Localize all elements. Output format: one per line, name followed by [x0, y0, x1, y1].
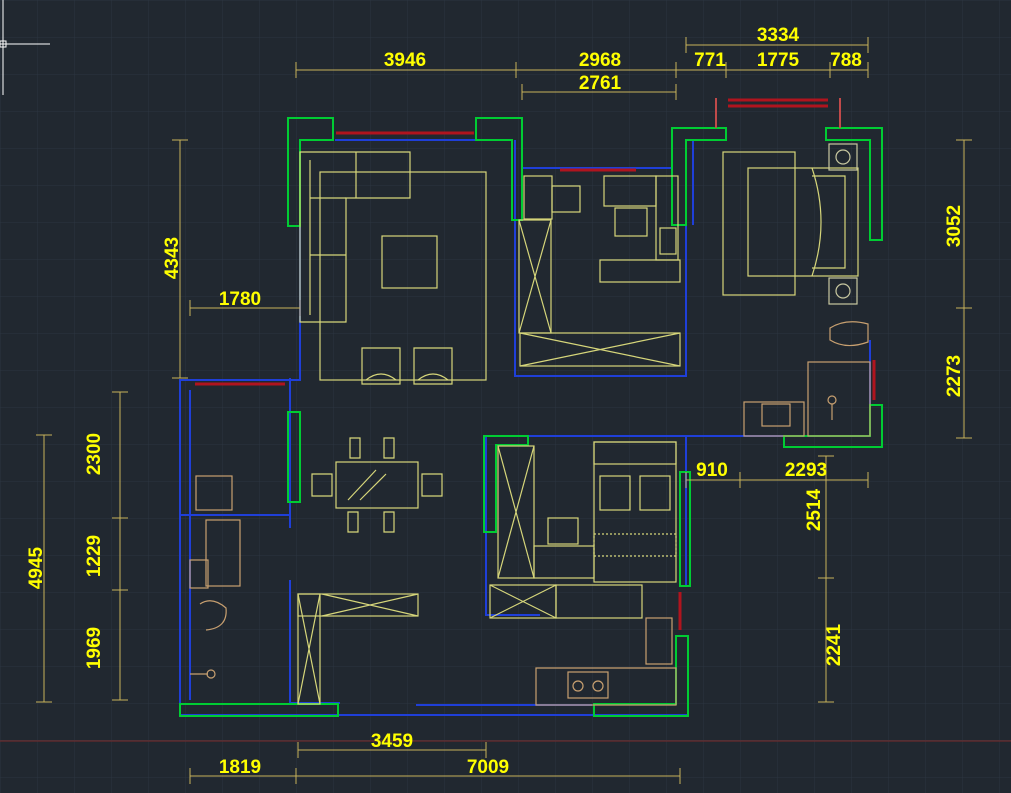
dim-top-middle-inner: 2761 — [579, 73, 622, 94]
dim-right-bath-height: 2273 — [944, 355, 965, 397]
dim-top-living-width: 3946 — [384, 50, 426, 71]
dim-right-kitchen-lower: 2241 — [824, 623, 845, 666]
dining-table — [311, 437, 443, 533]
study-furniture — [523, 175, 681, 283]
dim-left-total: 4945 — [26, 546, 47, 589]
crosshair-cursor — [0, 0, 50, 95]
dim-right-mid-left: 910 — [696, 460, 728, 481]
dim-top-right-left: 771 — [694, 50, 726, 71]
dim-right-bedroom-height: 3052 — [944, 205, 965, 247]
dim-top-right-mid: 1775 — [757, 50, 800, 71]
dim-left-bath-lower: 1969 — [84, 627, 105, 669]
furniture — [189, 143, 871, 706]
sofa — [299, 151, 411, 323]
dim-left-living-height: 4343 — [162, 237, 183, 279]
window-lines — [195, 98, 876, 630]
dim-left-offset: 1780 — [219, 289, 261, 310]
dim-right-kitchen-upper: 2514 — [804, 488, 825, 531]
second-bedroom — [497, 441, 677, 583]
coffee-table — [381, 235, 438, 289]
dim-top-right-right: 788 — [830, 50, 862, 71]
dim-bottom-inner: 3459 — [371, 731, 413, 752]
dim-top-right-total: 3334 — [757, 25, 800, 46]
kitchen-counter — [535, 617, 677, 706]
dim-left-bath-mid: 1229 — [84, 535, 105, 577]
dim-bottom-total: 7009 — [467, 757, 509, 778]
kitchen — [297, 584, 643, 705]
dim-top-middle-width: 2968 — [579, 50, 621, 71]
dim-left-bath-upper: 2300 — [84, 433, 105, 475]
dim-right-mid-right: 2293 — [785, 460, 827, 481]
bathroom-left — [189, 475, 241, 679]
bathroom-right — [743, 321, 871, 437]
wardrobe-bottom — [519, 332, 681, 367]
armchairs — [361, 347, 453, 385]
nightstands — [828, 143, 858, 305]
dim-bottom-left: 1819 — [219, 757, 261, 778]
dimension-lines — [36, 37, 972, 784]
bed — [722, 151, 859, 296]
dimension-labels: 3946 2968 2761 3334 771 1775 788 1780 43… — [26, 25, 965, 778]
rug — [319, 171, 487, 381]
